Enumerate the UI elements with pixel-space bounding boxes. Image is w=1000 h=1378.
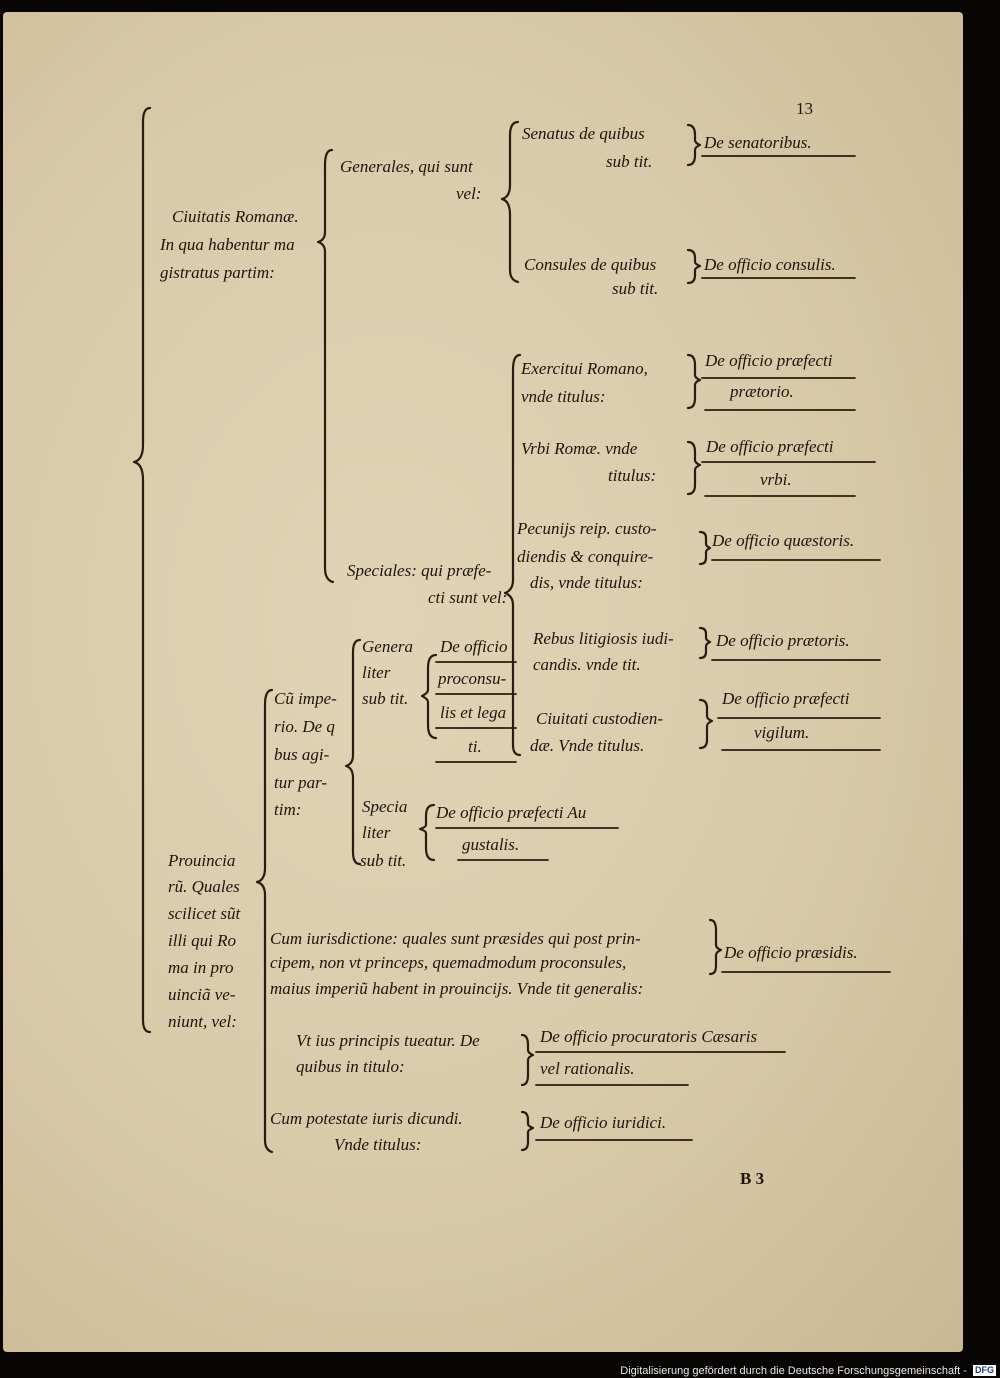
specialiter-title-1: De officio præfecti Au	[436, 803, 587, 822]
digitization-footer: Digitalisierung gefördert durch die Deut…	[560, 1364, 996, 1378]
specialiter-brace	[418, 803, 436, 862]
specialiter-line-2: liter	[362, 823, 391, 842]
cum-potestate-line-1: Cum potestate iuris dicundi.	[270, 1109, 463, 1128]
iurisdictione-line-3: maius imperiũ habent in prouincijs. Vnde…	[270, 979, 644, 998]
civitas-head-2: In qua habentur ma	[160, 235, 295, 254]
rebus-title: De officio prætoris.	[716, 631, 850, 650]
generaliter-line-3: sub tit.	[362, 689, 409, 708]
generaliter-title-2: proconsu-	[438, 669, 507, 688]
exercitui-title-1: De officio præfecti	[705, 351, 833, 370]
provinciae-head-2: rũ. Quales	[168, 877, 240, 896]
provinciae-head-1: Prouincia	[168, 851, 236, 870]
ius-principis-brace	[520, 1033, 535, 1087]
root-bracket	[132, 106, 152, 1034]
pecuniis-line-1: Pecunijs reip. custo-	[517, 519, 657, 538]
consules-brace	[686, 248, 702, 285]
provinciae-bracket	[255, 688, 274, 1154]
signature-mark: B 3	[740, 1169, 765, 1188]
urbi-title-2: vrbi.	[760, 470, 792, 489]
civitas-head-3: gistratus partim:	[160, 263, 275, 282]
consules-line-2: sub tit.	[612, 279, 659, 298]
iurisdictione-line-2: cipem, non vt princeps, quemadmodum proc…	[270, 953, 627, 972]
cum-imperio-head-3: bus agi-	[274, 745, 330, 764]
speciales-head-1: Speciales: qui præfe-	[347, 561, 492, 580]
cum-imperio-head-5: tim:	[274, 800, 302, 819]
cum-potestate-brace	[520, 1110, 535, 1152]
rebus-line-1: Rebus litigiosis iudi-	[533, 629, 674, 648]
exercitui-line-1: Exercitui Romano,	[521, 359, 648, 378]
ius-principis-title-2: vel rationalis.	[540, 1059, 635, 1078]
speciales-bracket	[503, 353, 522, 757]
exercitui-brace	[686, 353, 702, 410]
footer-text: Digitalisierung gefördert durch die Deut…	[620, 1365, 967, 1377]
civitati-line-1: Ciuitati custodien-	[536, 709, 664, 728]
civitati-title-2: vigilum.	[754, 723, 810, 742]
provinciae-head-6: uinciã ve-	[168, 985, 236, 1004]
iurisdictione-brace	[708, 918, 723, 976]
generales-head-1: Generales, qui sunt	[340, 157, 473, 176]
ius-principis-line-1: Vt ius principis tueatur. De	[296, 1031, 480, 1050]
urbi-title-1: De officio præfecti	[706, 437, 834, 456]
civitati-line-2: dæ. Vnde titulus.	[530, 736, 645, 755]
specialiter-line-3: sub tit.	[360, 851, 407, 870]
generaliter-title-1: De officio	[440, 637, 508, 656]
civitati-brace	[698, 698, 714, 750]
civitas-bracket	[316, 148, 335, 584]
provinciae-head-4: illi qui Ro	[168, 931, 236, 950]
civitas-head-1: Ciuitatis Romanæ.	[172, 207, 299, 226]
generales-bracket	[500, 120, 520, 284]
urbi-brace	[686, 440, 702, 496]
consules-title: De officio consulis.	[704, 255, 836, 274]
pecuniis-line-2: diendis & conquire-	[517, 547, 654, 566]
urbi-line-1: Vrbi Romæ. vnde	[521, 439, 638, 458]
cum-potestate-line-2: Vnde titulus:	[334, 1135, 422, 1154]
iurisdictione-title: De officio præsidis.	[724, 943, 858, 962]
specialiter-line-1: Specia	[362, 797, 408, 816]
consules-line-1: Consules de quibus	[524, 255, 657, 274]
pecuniis-title: De officio quæstoris.	[712, 531, 855, 550]
generaliter-line-2: liter	[362, 663, 391, 682]
exercitui-line-2: vnde titulus:	[521, 387, 606, 406]
iurisdictione-line-1: Cum iurisdictione: quales sunt præsides …	[270, 929, 641, 948]
provinciae-head-3: scilicet sũt	[168, 904, 241, 923]
generaliter-brace	[420, 653, 438, 740]
urbi-line-2: titulus:	[608, 466, 657, 485]
generaliter-title-3: lis et lega	[440, 703, 507, 722]
civitati-title-1: De officio præfecti	[722, 689, 850, 708]
rebus-line-2: candis. vnde tit.	[533, 655, 641, 674]
provinciae-head-7: niunt, vel:	[168, 1012, 237, 1031]
cum-potestate-title: De officio iuridici.	[540, 1113, 667, 1132]
dfg-logo: DFG	[973, 1365, 996, 1376]
senatus-title: De senatoribus.	[704, 133, 812, 152]
pecuniis-line-3: dis, vnde titulus:	[530, 573, 643, 592]
cum-imperio-head-1: Cũ impe-	[274, 689, 337, 708]
ius-principis-title-1: De officio procuratoris Cæsaris	[540, 1027, 758, 1046]
provinciae-head-5: ma in pro	[168, 958, 234, 977]
generaliter-title-4: ti.	[468, 737, 482, 756]
senatus-line-1: Senatus de quibus	[522, 124, 645, 143]
cum-imperio-head-2: rio. De q	[274, 717, 335, 736]
generaliter-line-1: Genera	[362, 637, 413, 656]
cum-imperio-bracket	[344, 638, 362, 866]
pecuniis-brace	[698, 530, 712, 566]
senatus-brace	[686, 123, 702, 167]
senatus-line-2: sub tit.	[606, 152, 653, 171]
exercitui-title-2: prætorio.	[730, 382, 794, 401]
cum-imperio-head-4: tur par-	[274, 773, 328, 792]
speciales-head-2: cti sunt vel:	[428, 588, 508, 607]
book-page	[3, 12, 963, 1352]
specialiter-title-2: gustalis.	[462, 835, 520, 854]
rebus-brace	[698, 626, 712, 660]
page-number: 13	[796, 99, 813, 118]
ius-principis-line-2: quibus in titulo:	[296, 1057, 405, 1076]
generales-head-2: vel:	[456, 184, 482, 203]
